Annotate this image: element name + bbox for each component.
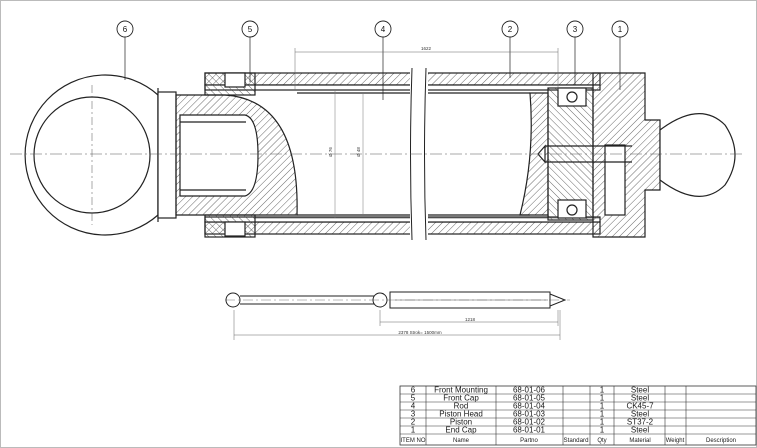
bom-qty: 1 (600, 386, 605, 395)
front-head-block (175, 94, 298, 216)
bom-partno: 68-01-06 (513, 386, 546, 395)
header-material: Material (629, 438, 650, 444)
side-view-dimensions (233, 310, 561, 340)
header-standard: Standard (564, 438, 589, 444)
bom-item-no: 4 (411, 402, 416, 411)
bom-partno: 68-01-04 (513, 402, 546, 411)
front-mounting-eye (24, 74, 177, 236)
header-item-no: ITEM NO (401, 438, 426, 444)
side-view (225, 291, 570, 309)
bom-material: ST37-2 (627, 418, 654, 427)
bom-partno: 68-01-05 (513, 394, 546, 403)
bom-header-row: ITEM NO Name Partno Standard Qty Materia… (401, 438, 737, 444)
top-dimension (294, 48, 559, 90)
bom-material: Steel (631, 426, 649, 435)
balloon-label: 6 (123, 25, 128, 34)
bom-material: Steel (631, 394, 649, 403)
bom-name: End Cap (445, 426, 477, 435)
balloons: 6 5 4 2 3 1 (116, 20, 629, 38)
balloon: 1 (611, 20, 629, 38)
table-row: 5 Front Cap 68-01-05 1 Steel (411, 394, 650, 403)
bom-item-no: 6 (411, 386, 416, 395)
rod-diameter: Ø 48 (356, 147, 361, 157)
table-row: 3 Piston Head 68-01-03 1 Steel (411, 410, 650, 419)
bom-qty: 1 (600, 410, 605, 419)
bom-name: Front Cap (443, 394, 479, 403)
bom-material: Steel (631, 410, 649, 419)
bom-item-no: 2 (411, 418, 416, 427)
table-row: 2 Piston 68-01-02 1 ST37-2 (411, 418, 654, 427)
balloon-label: 1 (618, 25, 623, 34)
partial-length-dimension: 1218 (465, 317, 476, 322)
balloon-label: 4 (381, 25, 386, 34)
balloon-label: 5 (248, 25, 253, 34)
header-qty: Qty (597, 438, 606, 444)
balloon: 5 (241, 20, 259, 38)
bom-qty: 1 (600, 418, 605, 427)
bom-partno: 68-01-01 (513, 426, 546, 435)
bom-qty: 1 (600, 394, 605, 403)
bom-item-no: 1 (411, 426, 416, 435)
top-length-dimension: 1622 (421, 46, 432, 51)
bom-partno: 68-01-03 (513, 410, 546, 419)
bom-name: Piston (450, 418, 472, 427)
section-view (10, 67, 745, 241)
header-description: Description (706, 438, 736, 444)
bom-partno: 68-01-02 (513, 418, 546, 427)
balloon: 4 (374, 20, 392, 38)
bom-material: Steel (631, 386, 649, 395)
balloon-label: 3 (573, 25, 578, 34)
balloon-leaders (124, 37, 621, 100)
bom-item-no: 5 (411, 394, 416, 403)
bom-name: Front Mounting (434, 386, 488, 395)
table-row: 1 End Cap 68-01-01 1 Steel (411, 426, 650, 435)
bom-qty: 1 (600, 402, 605, 411)
table-row: 4 Rod 68-01-04 1 CK45-7 (411, 402, 654, 411)
balloon-label: 2 (508, 25, 513, 34)
bom-material: CK45-7 (626, 402, 654, 411)
bore-diameter: Ø 76 (328, 147, 333, 157)
bom-name: Rod (454, 402, 469, 411)
bom-table: 6 Front Mounting 68-01-06 1 Steel 5 Fron… (399, 386, 757, 446)
bom-item-no: 3 (411, 410, 416, 419)
total-length-dimension: 2378 Strok= 1500mm (398, 330, 441, 335)
header-weight: Weight (666, 438, 685, 444)
vertical-dimensions (334, 90, 364, 218)
table-row: 6 Front Mounting 68-01-06 1 Steel (411, 386, 650, 395)
bom-qty: 1 (600, 426, 605, 435)
end-cap (537, 72, 661, 238)
bom-name: Piston Head (439, 410, 483, 419)
header-name: Name (453, 438, 470, 444)
header-partno: Partno (520, 438, 538, 444)
balloon: 3 (566, 20, 584, 38)
balloon: 2 (501, 20, 519, 38)
balloon: 6 (116, 20, 134, 38)
